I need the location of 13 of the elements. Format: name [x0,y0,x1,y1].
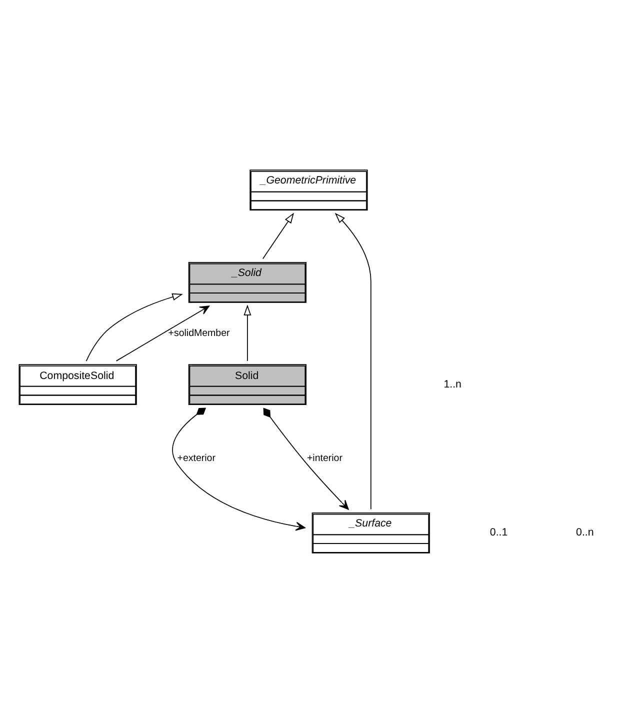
arrow [262,212,294,259]
label: 0..n [576,526,594,538]
label: 1..n [444,378,462,390]
label: 0..1 [490,526,508,538]
arrow [263,407,349,510]
edge-label: +interior [306,452,342,464]
arrow [244,304,252,361]
arrow [334,212,372,510]
arrow [116,305,210,361]
arrow [86,292,183,361]
arrow [172,407,306,530]
edge-label: +exterior [177,452,216,464]
edge-label: +solidMember [168,328,230,339]
